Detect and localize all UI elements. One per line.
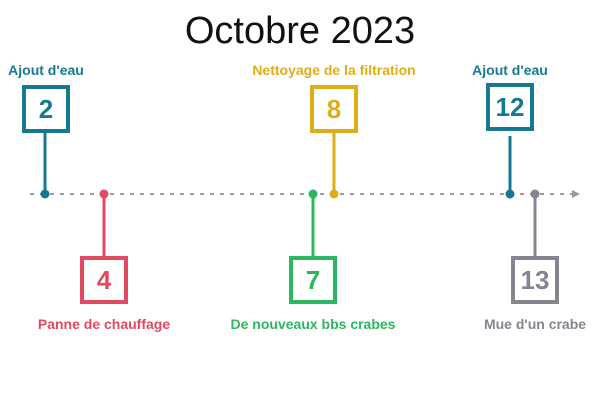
event-dot-5 — [530, 189, 540, 199]
event-box-day-4: 4 — [80, 256, 128, 304]
event-label-panne-chauffage: Panne de chauffage — [37, 316, 171, 332]
event-label-nouveaux-bbs-crabes: De nouveaux bbs crabes — [230, 316, 396, 332]
event-dot-1 — [99, 189, 109, 199]
event-label-ajout-eau-2: Ajout d'eau — [472, 62, 548, 78]
timeline-arrowhead — [572, 190, 580, 198]
event-box-day-13: 13 — [511, 256, 559, 304]
event-dot-0 — [40, 189, 50, 199]
event-box-day-2: 2 — [22, 85, 70, 133]
event-box-day-7: 7 — [289, 256, 337, 304]
event-label-ajout-eau-1: Ajout d'eau — [8, 62, 84, 78]
event-label-mue-crabe: Mue d'un crabe — [483, 316, 587, 332]
event-dot-3 — [308, 189, 318, 199]
event-box-day-8: 8 — [310, 85, 358, 133]
event-box-day-12: 12 — [486, 83, 534, 131]
event-dot-2 — [329, 189, 339, 199]
page-title: Octobre 2023 — [184, 10, 416, 52]
event-label-nettoyage-filtration: Nettoyage de la filtration — [252, 62, 416, 78]
event-dot-4 — [505, 189, 515, 199]
